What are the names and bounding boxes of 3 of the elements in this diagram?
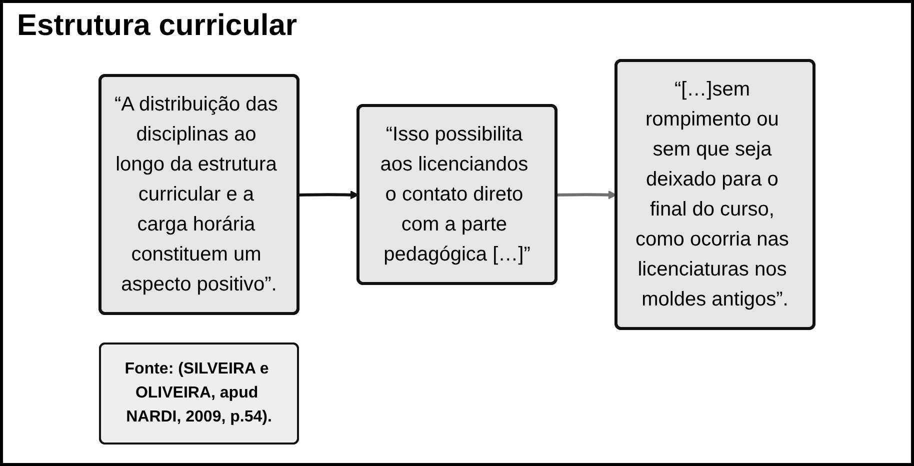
arrow bbox=[556, 190, 617, 200]
diagram-title: Estrutura curricular bbox=[17, 9, 298, 43]
arrow bbox=[298, 190, 359, 200]
